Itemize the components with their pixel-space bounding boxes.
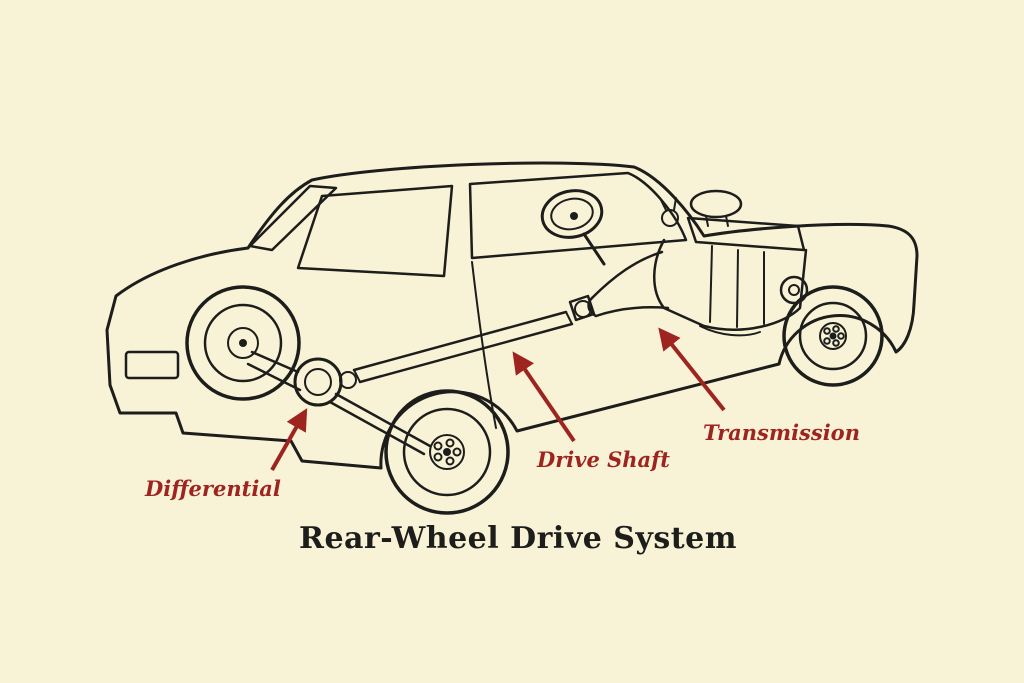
rear-side-window	[296, 184, 454, 278]
differential-arrow	[270, 408, 308, 471]
drive-shaft-label: Drive Shaft	[536, 447, 670, 472]
transmission-arrow	[658, 327, 726, 412]
rear-bumper-detail	[124, 350, 180, 380]
engine	[653, 189, 809, 337]
drive-shaft-arrow	[512, 351, 576, 443]
rear-windshield	[248, 184, 338, 252]
far-rear-wheel	[185, 285, 301, 401]
transmission-assembly	[568, 250, 670, 322]
drive-shaft-part	[339, 310, 574, 389]
front-side-window	[468, 171, 688, 260]
differential-assembly	[246, 350, 432, 456]
front-wheel	[782, 285, 884, 387]
near-rear-wheel	[384, 389, 510, 515]
car-illustration	[105, 161, 919, 515]
transmission-label: Transmission	[703, 420, 860, 445]
diagram-title: Rear-Wheel Drive System	[299, 521, 737, 556]
differential-label: Differential	[144, 476, 281, 501]
steering-wheel	[540, 189, 606, 266]
